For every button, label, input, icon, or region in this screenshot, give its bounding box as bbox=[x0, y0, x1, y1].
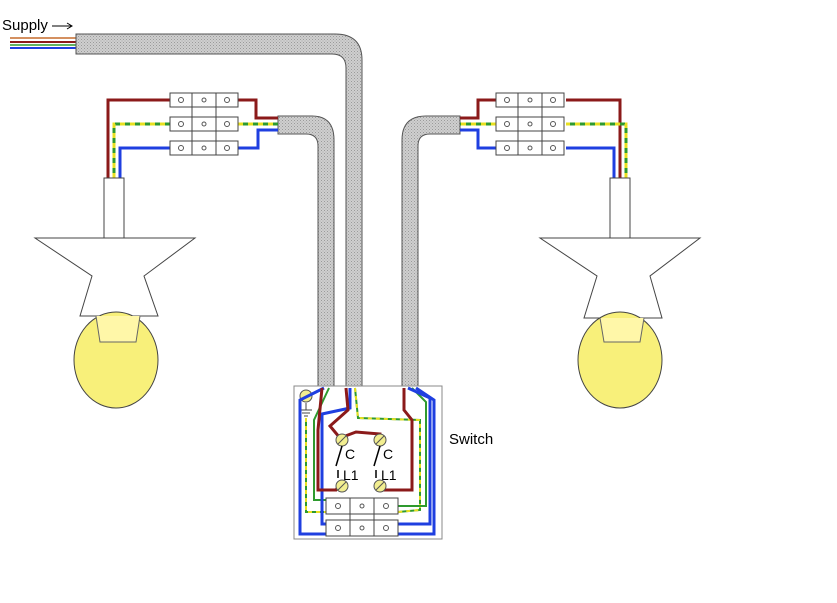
left-terminal-block bbox=[169, 92, 239, 156]
left-lamp bbox=[33, 177, 197, 409]
supply-label: Supply bbox=[2, 17, 48, 34]
right-rose-wires bbox=[460, 98, 628, 178]
switch-common-label-right: C bbox=[383, 446, 393, 462]
left-lamp-cable bbox=[277, 115, 335, 389]
switch-label: Switch bbox=[449, 431, 493, 448]
right-terminal-block bbox=[495, 92, 565, 156]
supply-arrow-icon bbox=[52, 22, 73, 30]
switch-terminals bbox=[335, 433, 387, 493]
left-rose-wires bbox=[106, 98, 278, 178]
right-lamp-cable bbox=[401, 115, 461, 389]
switch-l1-label-right: L1 bbox=[381, 467, 397, 483]
switch-common-label-left: C bbox=[345, 446, 355, 462]
switch-connector-block bbox=[325, 497, 399, 537]
supply-wires bbox=[10, 37, 80, 49]
right-lamp bbox=[538, 177, 702, 409]
switch-l1-label-left: L1 bbox=[343, 467, 359, 483]
